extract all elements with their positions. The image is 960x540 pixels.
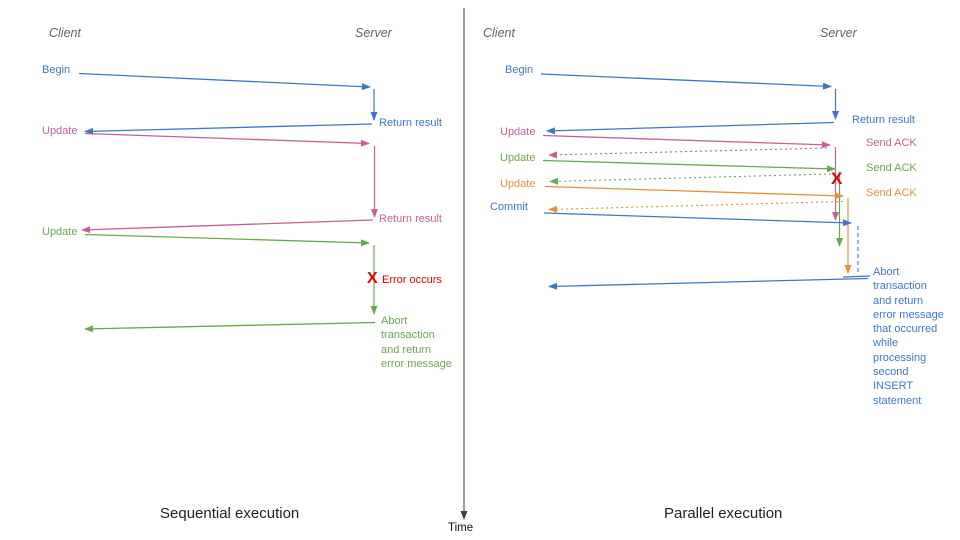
abort-note: Abort transaction and return error messa… <box>873 266 944 407</box>
abort-note: Abort transaction and return error messa… <box>381 315 452 370</box>
server-header: Server <box>355 26 392 40</box>
error-x-icon: X <box>831 169 843 188</box>
seq-return-result-1-arrow <box>84 123 373 135</box>
error-occurs-label: Error occurs <box>382 274 442 286</box>
par-update-2-request-arrow <box>542 159 836 173</box>
par-begin-request-arrow <box>540 73 832 90</box>
client-header: Client <box>49 26 81 40</box>
par-send-ack-1-arrow <box>548 147 828 159</box>
update-2-label: Update <box>500 152 536 164</box>
seq-begin-request-arrow <box>78 72 371 91</box>
send-ack-3-label: Send ACK <box>866 187 917 199</box>
par-update-3-request-arrow <box>544 185 844 200</box>
time-axis-label: Time <box>448 522 474 534</box>
par-return-result-arrow <box>546 121 835 135</box>
begin-label: Begin <box>42 64 71 76</box>
par-abort-baseline <box>842 275 871 278</box>
send-ack-2-label: Send ACK <box>866 162 917 174</box>
seq-update-2-request-arrow <box>84 233 370 247</box>
client-header: Client <box>483 26 515 40</box>
seq-return-result-2-arrow <box>81 219 374 234</box>
error-x-icon: X <box>367 270 378 287</box>
update-2-label: Update <box>42 226 78 238</box>
par-commit-request-arrow <box>543 212 852 227</box>
send-ack-1-label: Send ACK <box>866 137 917 149</box>
update-1-label: Update <box>500 126 536 138</box>
return-result-label: Return result <box>852 114 915 126</box>
par-update-1-request-arrow <box>542 134 831 149</box>
update-1-label: Update <box>42 125 78 137</box>
par-send-ack-3-arrow <box>548 200 844 213</box>
parallel-caption: Parallel execution <box>664 505 783 522</box>
return-result-2-label: Return result <box>379 213 442 225</box>
return-result-1-label: Return result <box>379 117 442 129</box>
server-header: Server <box>820 26 857 40</box>
sequential-caption: Sequential execution <box>160 505 300 522</box>
seq-abort-return-arrow <box>84 321 376 333</box>
par-send-ack-2-arrow <box>549 173 832 185</box>
update-3-label: Update <box>500 178 536 190</box>
begin-label: Begin <box>505 64 534 76</box>
commit-label: Commit <box>490 201 528 213</box>
par-abort-return-arrow <box>548 277 869 290</box>
seq-update-1-request-arrow <box>84 132 370 147</box>
